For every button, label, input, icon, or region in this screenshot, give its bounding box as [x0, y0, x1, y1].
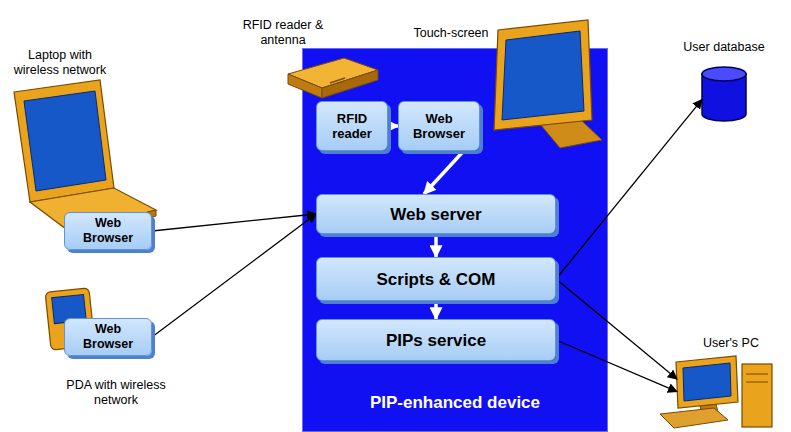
device-label: Touch-screen	[410, 26, 492, 41]
browser-box: Web Browser	[64, 212, 152, 250]
rfid-reader-illustration	[288, 58, 378, 98]
group-label: User's PC	[686, 334, 776, 351]
connector-arrow	[152, 214, 316, 231]
connector-arrow	[424, 151, 464, 194]
touch-screen-illustration	[494, 20, 602, 148]
connector-arrow	[556, 100, 702, 279]
group-label: Laptop with wireless network	[5, 44, 115, 78]
connector-arrow	[388, 124, 398, 128]
component-box: Web server	[316, 194, 556, 234]
group-label: User database	[676, 40, 772, 55]
connector-arrow	[556, 279, 677, 379]
connector-arrow	[152, 214, 316, 337]
component-box: Web Browser	[398, 101, 480, 151]
box-label: Web server	[390, 207, 481, 222]
device-group: PDA with wireless networkWeb Browser	[45, 286, 175, 412]
connector-arrow	[434, 234, 438, 257]
device-panel: PIP-enhanced deviceRFID readerWeb Browse…	[302, 48, 608, 432]
connector-arrow	[556, 340, 677, 392]
pda-illustration	[45, 288, 95, 350]
component-box: PIPs service	[316, 319, 556, 361]
component-box: Scripts & COM	[316, 257, 556, 301]
laptop-illustration	[14, 80, 156, 238]
box-label: RFID reader	[321, 111, 383, 141]
box-label: Web Browser	[69, 216, 147, 246]
box-label: Web Browser	[69, 322, 147, 352]
device-label: RFID reader & antenna	[228, 18, 338, 48]
box-label: PIPs service	[386, 333, 486, 348]
box-label: Scripts & COM	[376, 272, 495, 287]
database-cylinder	[702, 67, 746, 121]
connector-arrow	[434, 301, 438, 319]
box-label: Web Browser	[403, 111, 475, 141]
component-box: RFID reader	[316, 101, 388, 151]
browser-box: Web Browser	[64, 318, 152, 356]
